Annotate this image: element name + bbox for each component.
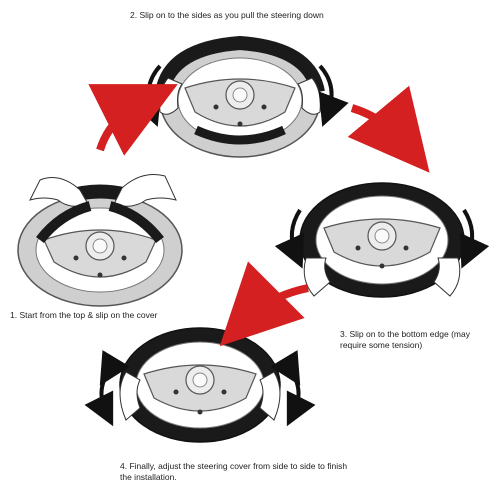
step2-wheel	[131, 35, 349, 158]
step1-caption: 1. Start from the top & slip on the cove…	[10, 310, 160, 321]
step1-text: Start from the top & slip on the cover	[19, 310, 158, 320]
red-arrow-3-to-4	[219, 261, 309, 347]
step2-text: Slip on to the sides as you pull the ste…	[139, 10, 324, 20]
step4-wheel	[84, 327, 316, 443]
step1-number: 1.	[10, 310, 18, 320]
step3-text: Slip on to the bottom edge (may require …	[340, 329, 470, 350]
step1-wheel	[17, 174, 183, 307]
step4-number: 4.	[120, 461, 128, 471]
red-arrow-2-to-3	[347, 85, 430, 173]
step4-caption: 4. Finally, adjust the steering cover fr…	[120, 461, 360, 483]
step3-wheel	[274, 182, 490, 298]
step2-caption: 2. Slip on to the sides as you pull the …	[130, 10, 390, 21]
step2-number: 2.	[130, 10, 138, 20]
step3-caption: 3. Slip on to the bottom edge (may requi…	[340, 329, 490, 351]
step3-number: 3.	[340, 329, 348, 339]
step4-text: Finally, adjust the steering cover from …	[120, 461, 348, 482]
red-arrow-1-to-2	[88, 84, 178, 156]
